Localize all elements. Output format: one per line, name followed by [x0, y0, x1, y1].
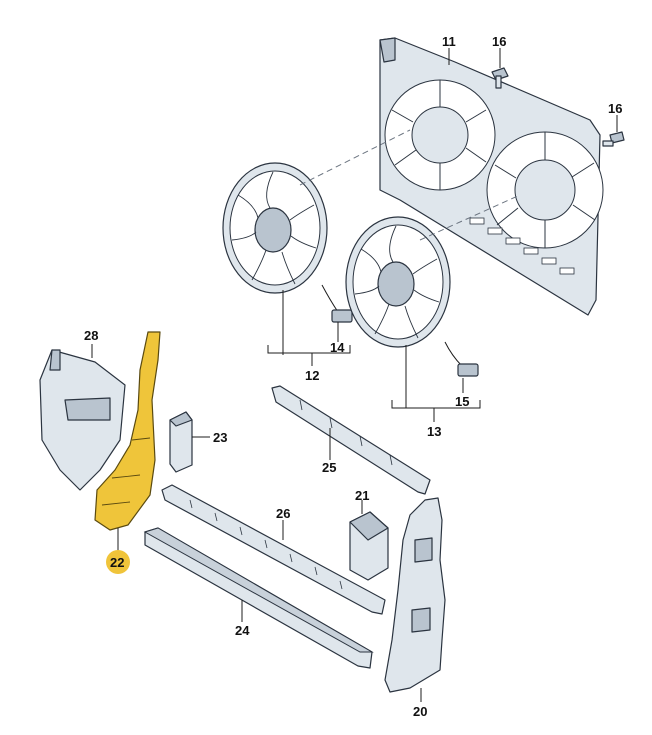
bracket-21 [349, 511, 389, 581]
callout-11: 11 [442, 34, 456, 49]
deflector-24 [143, 527, 374, 669]
callout-23: 23 [213, 430, 227, 445]
callout-22-highlight [106, 550, 130, 574]
bracket-23 [169, 411, 193, 473]
callout-26: 26 [276, 506, 290, 521]
fan-shroud [379, 37, 604, 316]
seal-strip-26 [161, 484, 386, 615]
bracket-13 [391, 345, 481, 422]
callout-labels: 11 16 16 14 12 15 13 28 23 25 21 26 22 2… [84, 34, 622, 719]
leader-lines [91, 48, 618, 702]
callout-13: 13 [427, 424, 441, 439]
bolt-upper [491, 67, 509, 89]
bracket-12 [267, 290, 351, 366]
callout-16-right: 16 [608, 101, 622, 116]
alignment-lines [299, 129, 521, 241]
callout-20: 20 [413, 704, 427, 719]
bolt-right [602, 131, 625, 147]
seal-strip-25 [271, 385, 431, 495]
air-guide-28 [39, 349, 126, 491]
callout-28: 28 [84, 328, 98, 343]
callout-14: 14 [330, 340, 345, 355]
callout-16-upper: 16 [492, 34, 506, 49]
callout-12: 12 [305, 368, 319, 383]
callout-25: 25 [322, 460, 336, 475]
callout-15: 15 [455, 394, 469, 409]
air-guide-22-highlighted [94, 331, 161, 531]
callout-21: 21 [355, 488, 369, 503]
callout-22: 22 [110, 555, 124, 570]
air-guide-20 [384, 497, 446, 693]
fan-right [345, 216, 479, 377]
callout-24: 24 [235, 623, 250, 638]
fan-left [222, 162, 353, 323]
